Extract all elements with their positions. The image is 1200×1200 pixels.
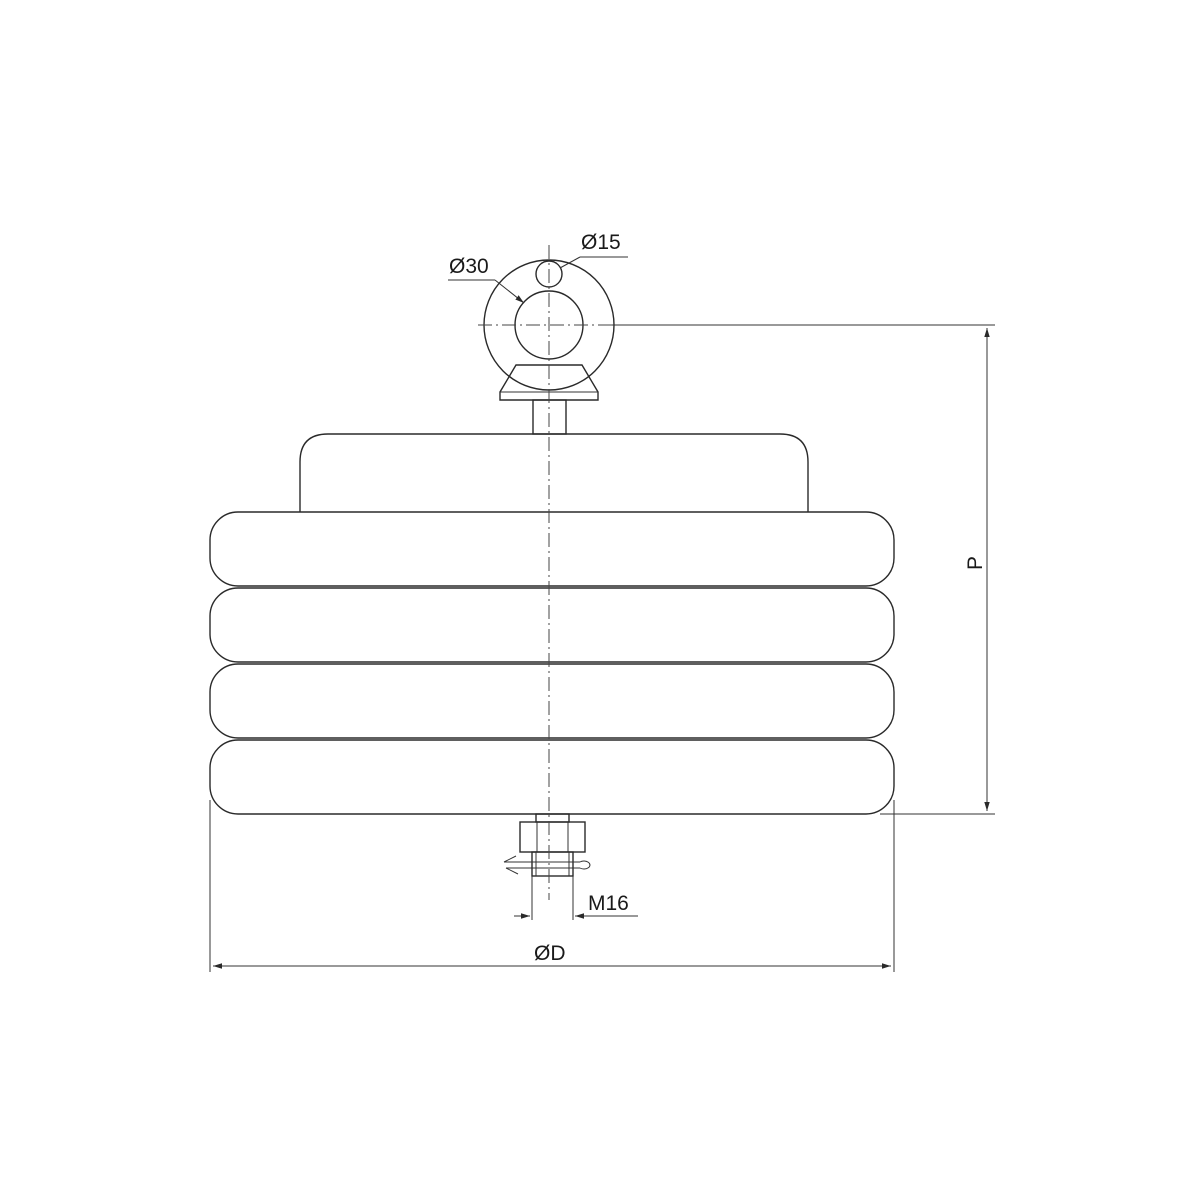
dim-plate-diameter-label: ØD (534, 942, 566, 965)
disc-stack (209, 511, 895, 815)
thread-stud (531, 851, 574, 877)
disc-1 (209, 511, 895, 587)
dim-height: P (612, 324, 995, 815)
dim-eye-outer-label: Ø30 (449, 255, 489, 278)
washer (535, 813, 570, 823)
dim-eye-hole-label: Ø15 (581, 231, 621, 254)
disc-4 (209, 739, 895, 815)
disc-2 (209, 587, 895, 663)
hex-nut (519, 821, 586, 853)
dim-thread: M16 (514, 876, 638, 920)
disc-3 (209, 663, 895, 739)
bottom-stud (503, 813, 591, 877)
split-pin (503, 855, 591, 875)
top-cap (299, 433, 809, 512)
dim-plate-diameter: ØD (209, 800, 895, 972)
dim-height-label: P (964, 556, 987, 570)
dim-eye-outer: Ø30 (448, 255, 525, 304)
dim-eye-hole: Ø15 (559, 231, 628, 269)
dim-thread-label: M16 (588, 892, 629, 915)
